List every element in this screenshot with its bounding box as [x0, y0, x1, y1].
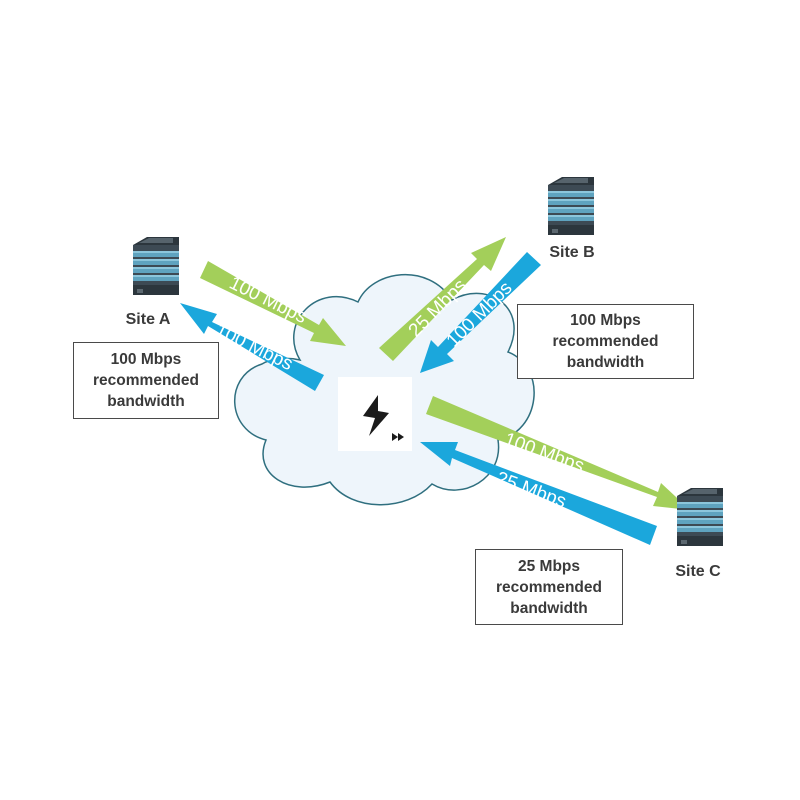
arrow-label-site-c-up: 25 Mbps: [493, 468, 569, 513]
arrow-label-site-c-down: 100 Mbps: [501, 429, 587, 477]
arrow-label-site-a-up: 100 Mbps: [226, 273, 310, 328]
bandwidth-box-line: 25 Mbps: [517, 557, 580, 575]
bandwidth-box-line: bandwidth: [566, 354, 645, 371]
server-icon-site-c: [677, 488, 723, 546]
bandwidth-box-line: recommended: [552, 333, 659, 350]
bandwidth-box-line: 100 Mbps: [570, 312, 641, 329]
bandwidth-box-line: recommended: [93, 372, 199, 389]
bandwidth-box-line: bandwidth: [107, 393, 185, 410]
site-a-label: Site A: [126, 311, 171, 328]
arrow-site-b-up: [379, 237, 506, 361]
bandwidth-box-site-a: 100 Mbps recommended bandwidth: [73, 342, 219, 419]
bandwidth-box-line: 100 Mbps: [110, 351, 182, 368]
arrow-site-c-down: [426, 396, 690, 510]
site-b-label: Site B: [549, 244, 594, 261]
arrow-site-a-down: [180, 303, 324, 391]
bandwidth-box-line: bandwidth: [510, 599, 588, 617]
bandwidth-box-site-c: 25 Mbps recommended bandwidth: [475, 549, 623, 625]
server-icon-site-a: [133, 237, 179, 295]
bandwidth-box-site-b: 100 Mbps recommended bandwidth: [517, 304, 694, 379]
arrow-site-c-up: [420, 442, 657, 545]
arrow-site-a-up: [200, 261, 346, 346]
site-c-label: Site C: [675, 563, 721, 580]
server-icon-site-b: [548, 177, 594, 235]
sd-wan-hub-icon: [337, 376, 413, 452]
arrow-site-b-down: [420, 252, 541, 373]
bandwidth-box-line: recommended: [496, 578, 602, 596]
